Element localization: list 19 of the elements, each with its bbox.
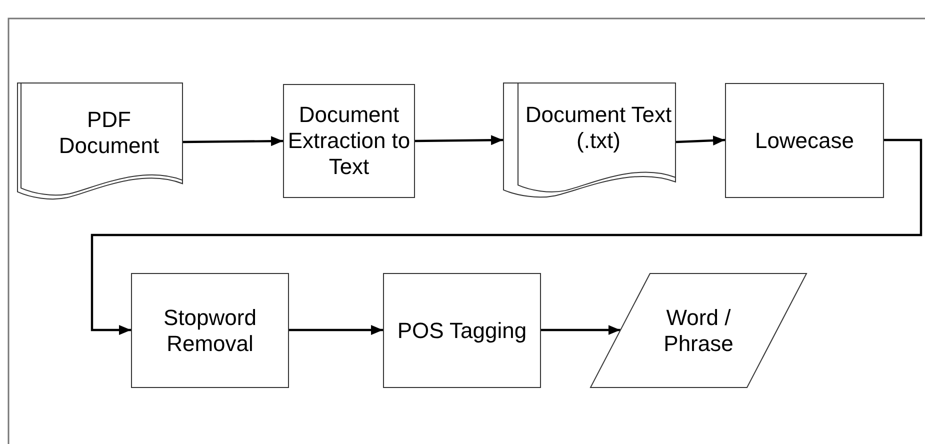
step-label: Stopword Removal (162, 304, 258, 356)
data-parallelogram (590, 273, 807, 388)
connector-arrow (289, 325, 383, 335)
connector-arrow (414, 135, 504, 146)
process-box (131, 273, 289, 388)
step-label: Lowecase (754, 128, 854, 154)
process-box (383, 273, 541, 388)
step-label: Word / Phrase (662, 304, 734, 356)
step-label: Document Text (.txt) (524, 102, 673, 154)
document-shape (17, 83, 183, 201)
document-shape (503, 83, 676, 199)
connector-arrow (182, 136, 284, 146)
connector-arrow (676, 136, 726, 146)
process-box (283, 84, 415, 198)
step-label: POS Tagging (397, 318, 527, 344)
connector-arrow (541, 325, 620, 335)
step-label: PDF Document (58, 107, 160, 159)
step-label: Document Extraction to Text (286, 102, 412, 180)
process-box (725, 83, 884, 198)
